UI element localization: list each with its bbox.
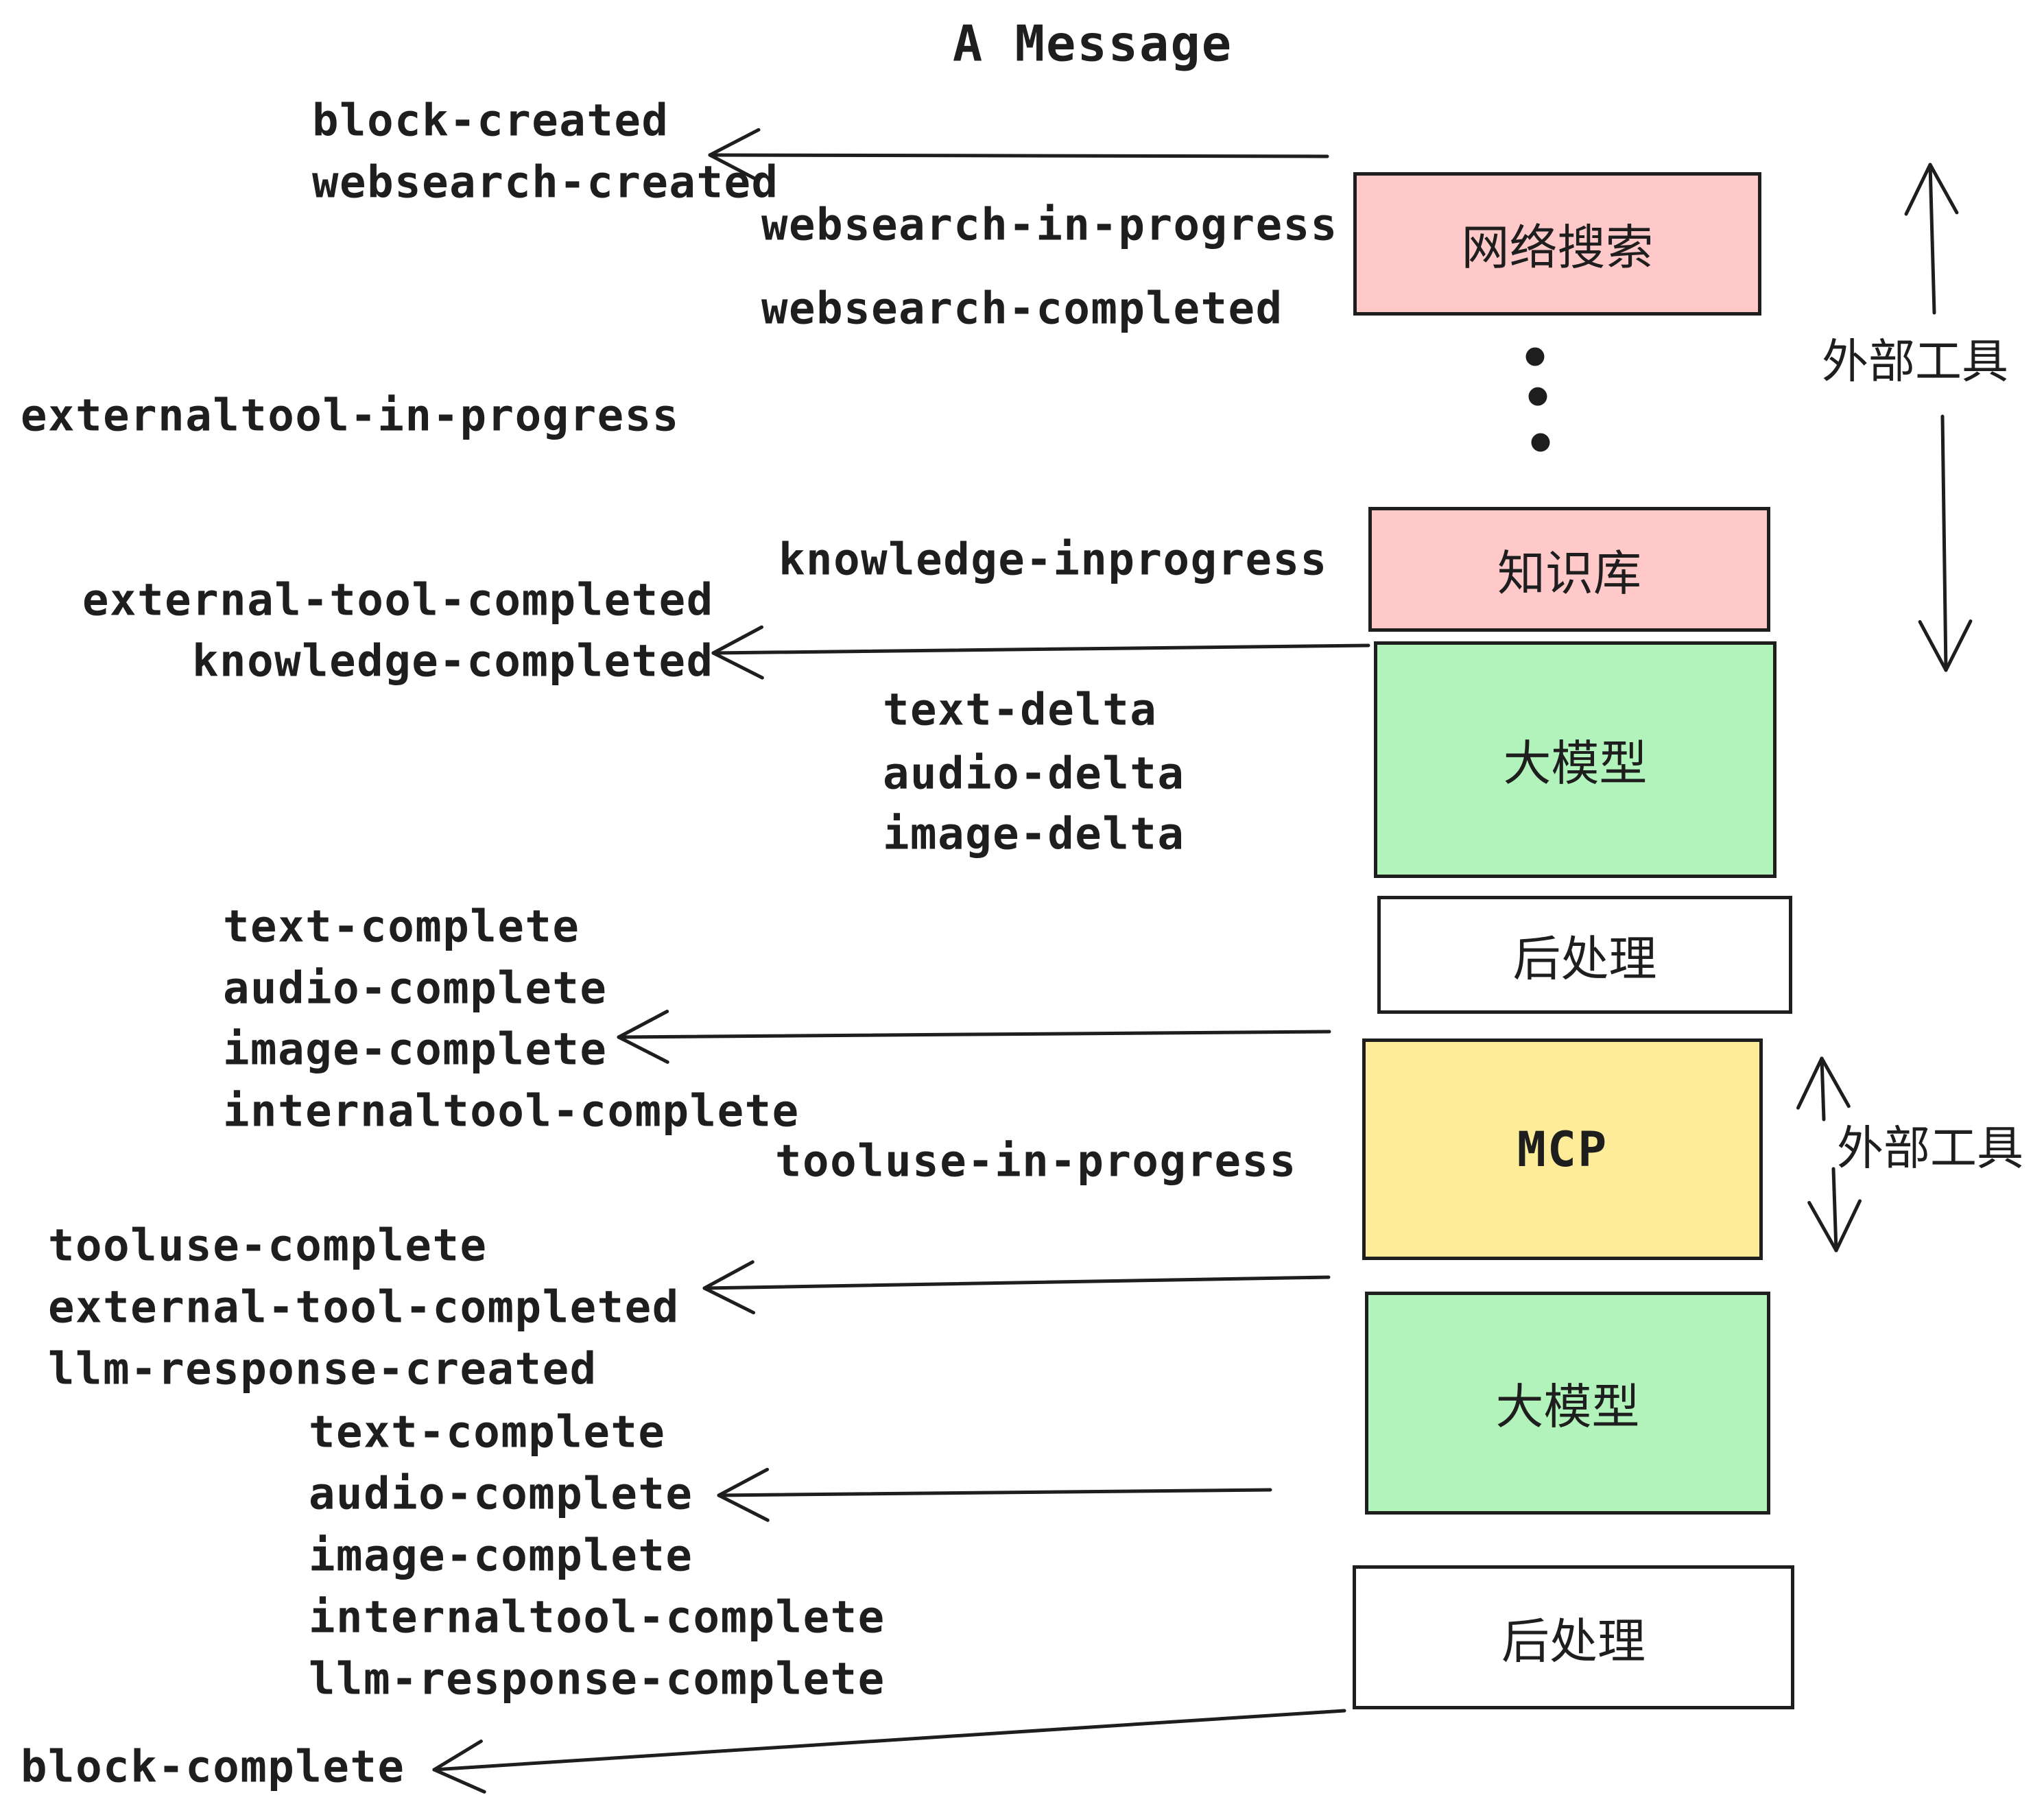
event-label-audio-complete-2: audio-complete [309, 1469, 693, 1520]
event-label-image-complete-1: image-complete [223, 1024, 608, 1076]
event-label-text-delta-1: text-delta [883, 685, 1158, 736]
event-label-internaltool-complete-2: internaltool-complete [309, 1592, 886, 1643]
event-label-knowledge-inprogress: knowledge-inprogress [779, 534, 1328, 586]
annotation-label-external-tools-1: 外部工具 [1822, 335, 2009, 390]
event-label-image-complete-2: image-complete [309, 1530, 693, 1582]
event-label-audio-delta-1: audio-delta [883, 748, 1185, 800]
box-websearch: 网络搜索 [1353, 172, 1761, 316]
ellipsis-dot-2 [1528, 387, 1547, 406]
arrow-to-image-complete [617, 1010, 1331, 1064]
event-label-block-complete: block-complete [21, 1742, 405, 1793]
event-label-tooluse-in-progress: tooluse-in-progress [775, 1136, 1297, 1187]
event-label-text-complete-1: text-complete [223, 901, 580, 953]
box-label-postprocess-2: 后处理 [1501, 1613, 1645, 1670]
ellipsis-dot-3 [1531, 433, 1550, 452]
box-knowledge: 知识库 [1368, 507, 1770, 632]
event-label-externaltool-in-progress: externaltool-in-progress [21, 390, 680, 442]
event-label-external-tool-completed-1: external-tool-completed [82, 575, 714, 626]
arrow-mcp-to-tooluse-complete [702, 1260, 1331, 1315]
arrow-post2-to-block-complete [432, 1709, 1346, 1794]
event-label-audio-complete-1: audio-complete [223, 963, 608, 1014]
diagram-title: A Message [952, 14, 1233, 73]
event-label-internaltool-complete-1: internaltool-complete [223, 1086, 800, 1137]
event-label-websearch-created: websearch-created [312, 157, 779, 209]
box-postprocess-1: 后处理 [1377, 896, 1792, 1014]
arrow-annotation-1-down [1918, 414, 1973, 672]
box-label-llm-1: 大模型 [1503, 735, 1648, 792]
event-label-knowledge-completed: knowledge-completed [192, 636, 714, 687]
event-label-llm-response-complete: llm-response-complete [309, 1654, 886, 1705]
arrow-llm2-to-audio-complete [717, 1467, 1272, 1522]
box-mcp: MCP [1362, 1039, 1763, 1260]
event-label-block-created: block-created [312, 95, 669, 147]
event-label-tooluse-complete: tooluse-complete [48, 1220, 488, 1272]
box-label-postprocess-1: 后处理 [1512, 930, 1657, 987]
box-postprocess-2: 后处理 [1353, 1565, 1794, 1709]
event-label-llm-response-created: llm-response-created [48, 1344, 597, 1395]
event-label-external-tool-completed-2: external-tool-completed [48, 1282, 680, 1333]
box-label-knowledge: 知识库 [1497, 545, 1641, 602]
arrow-annotation-2-down [1807, 1167, 1862, 1253]
box-label-mcp: MCP [1517, 1121, 1608, 1178]
box-label-websearch: 网络搜索 [1461, 219, 1654, 276]
event-label-text-complete-2: text-complete [309, 1407, 666, 1458]
event-label-websearch-in-progress: websearch-in-progress [761, 200, 1338, 251]
annotation-label-external-tools-2: 外部工具 [1837, 1121, 2024, 1176]
ellipsis-dot-1 [1525, 347, 1545, 366]
event-label-image-delta-1: image-delta [883, 809, 1185, 860]
box-llm-2: 大模型 [1365, 1292, 1770, 1515]
event-label-websearch-completed: websearch-completed [761, 283, 1283, 335]
box-label-llm-2: 大模型 [1495, 1379, 1640, 1435]
arrow-annotation-1-up [1904, 163, 1959, 315]
box-llm-1: 大模型 [1374, 641, 1776, 878]
arrow-websearch-to-created-events [708, 128, 1329, 182]
arrow-llm1-to-knowledge-completed [711, 625, 1370, 680]
